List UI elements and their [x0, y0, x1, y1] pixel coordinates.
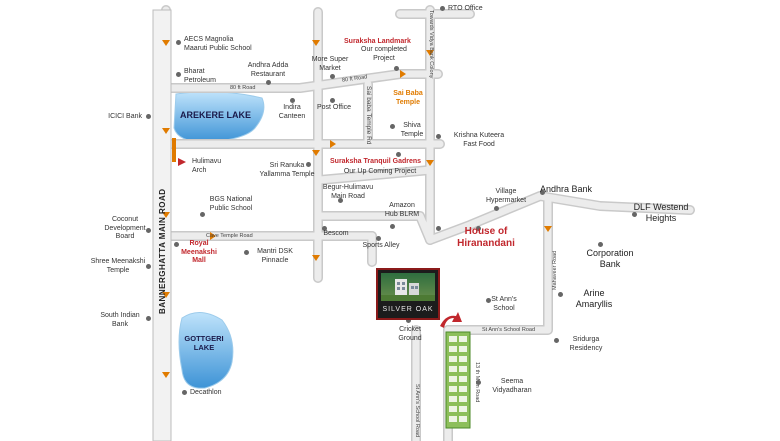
poi-dot: [146, 114, 151, 119]
towards-vidya-road-label: Towards Vidya Bank Colony: [428, 10, 434, 79]
poi-dot: [436, 134, 441, 139]
hulimavu-arch-label: Hulimavu Arch: [192, 158, 222, 174]
poi-dot: [396, 152, 401, 157]
poi-dot: [338, 198, 343, 203]
poi-dot: [494, 206, 499, 211]
shree-meenakshi-temple-label: Shree Meenakshi Temple: [90, 258, 146, 274]
poi-dot: [376, 236, 381, 241]
poi-dot: [486, 298, 491, 303]
hulimavu-pointer: [178, 158, 186, 166]
seema-vidyadharan-label: Seema Vidyadharan: [492, 378, 532, 394]
poi-dot: [146, 228, 151, 233]
poi-dot: [244, 250, 249, 255]
poi-dot: [290, 98, 295, 103]
bgs-school-label: BGS National Public School: [209, 196, 253, 212]
amazon-hub-label: Amazon Hub BLRM: [384, 202, 420, 218]
poi-dot: [146, 316, 151, 321]
poi-dot: [390, 124, 395, 129]
poi-dot: [200, 212, 205, 217]
st-anns-road-lower-label: St Ann's School Road: [414, 384, 420, 438]
poi-dot: [176, 72, 181, 77]
rto-office-label: RTO Office: [448, 5, 483, 12]
house-of-hiranandani-label: House of Hiranandani: [457, 226, 515, 249]
poi-dot: [330, 98, 335, 103]
st-anns-school-road-label: St Ann's School Road: [482, 327, 536, 333]
sports-alley-label: Sports Alley: [362, 242, 400, 249]
poi-dot: [174, 242, 179, 247]
poi-dot: [558, 292, 563, 297]
suraksha-tranquil-title: Suraksha Tranquil Gadrens: [330, 158, 422, 165]
project-name: SILVER OAK: [382, 306, 434, 313]
poi-dot: [176, 40, 181, 45]
suraksha-landmark-title: Suraksha Landmark: [344, 38, 411, 45]
project-billboard: SILVER OAK: [376, 268, 440, 320]
mantri-dsk-label: Mantri DSK Pinnacle: [257, 248, 293, 264]
sai-baba-temple-road-label: Sai baba Temple Rd: [365, 86, 372, 145]
begur-hulimavu-label: Begur-Hulimavu Main Road: [322, 184, 374, 200]
corporation-bank-label: Corporation Bank: [586, 248, 634, 269]
poi-dot: [390, 224, 395, 229]
suraksha-tranquil-subtitle: Our Up Coming Project: [343, 168, 417, 175]
aecs-school-label: AECS Magnolia Maaruti Public School: [184, 36, 252, 52]
poi-dot: [306, 162, 311, 167]
more-market-label: More Super Market: [311, 56, 349, 72]
decathlon-label: Decathlon: [190, 389, 222, 396]
poi-dot: [330, 74, 335, 79]
poi-dot: [476, 380, 481, 385]
main-road-band: [152, 9, 172, 441]
icici-bank-label: ICICI Bank: [108, 113, 142, 120]
project-site-plot: [445, 331, 471, 429]
st-anns-school-label: St Ann's School: [491, 296, 517, 312]
arine-amaryllis-label: Arine Amaryllis: [575, 288, 613, 309]
gottigeri-lake-label: GOTTGERI LAKE: [184, 334, 224, 352]
bescom-label: Bescom: [323, 230, 349, 237]
krishna-kuteera-label: Krishna Kuteera Fast Food: [453, 132, 505, 148]
cave-temple-road-label: Cave Temple Road: [206, 233, 253, 239]
indira-canteen-label: Indira Canteen: [278, 104, 306, 120]
coconut-board-label: Coconut Development Board: [104, 216, 146, 240]
eighty-ft-road-left-label: 80 ft Road: [230, 85, 256, 91]
shiva-temple-label: Shiva Temple: [400, 122, 424, 138]
andhra-bank-label: Andhra Bank: [539, 184, 593, 194]
post-office-label: Post Office: [316, 104, 352, 111]
sai-baba-temple-label: Sai Baba Temple: [393, 90, 423, 106]
hulimavu-arch-marker: [172, 138, 176, 162]
poi-dot: [554, 338, 559, 343]
poi-dot: [322, 226, 327, 231]
ranuka-temple-label: Sri Ranuka Yallamma Temple: [259, 162, 315, 178]
poi-dot: [436, 226, 441, 231]
cricket-ground-label: Cricket Ground: [398, 326, 422, 342]
village-hypermarket-label: Village Hypermarket: [485, 188, 527, 204]
poi-dot: [632, 212, 637, 217]
dlf-westend-label: DLF Westend Heights: [633, 202, 689, 223]
andhra-adda-label: Andhra Adda Restaurant: [247, 62, 289, 78]
direction-arrows: [162, 40, 552, 378]
poi-dot: [598, 242, 603, 247]
suraksha-landmark-subtitle: Our completed Project: [361, 46, 407, 62]
building-icon: [381, 279, 435, 301]
poi-dot: [540, 190, 545, 195]
poi-dot: [440, 6, 445, 11]
poi-dot: [266, 80, 271, 85]
poi-dot: [146, 264, 151, 269]
bharat-petroleum-label: Bharat Petroleum: [184, 68, 216, 84]
poi-dot: [406, 318, 411, 323]
project-photo: [381, 273, 435, 301]
arekere-lake-label: AREKERE LAKE: [180, 110, 252, 120]
south-indian-bank-label: South Indian Bank: [100, 312, 140, 328]
mahaveer-road-label: Mahaveer Road: [552, 250, 558, 290]
poi-dot: [394, 66, 399, 71]
sridurga-residency-label: Sridurga Residency: [569, 336, 603, 352]
gottigeri-lake: [178, 312, 234, 389]
royal-meenakshi-mall-label: Royal Meenakshi Mall: [181, 240, 217, 264]
poi-dot: [182, 390, 187, 395]
bannerghatta-main-road-label: BANNERGHATTA MAIN ROAD: [158, 188, 167, 314]
site-pointer-arrow: [440, 312, 462, 328]
poi-dot: [476, 226, 481, 231]
